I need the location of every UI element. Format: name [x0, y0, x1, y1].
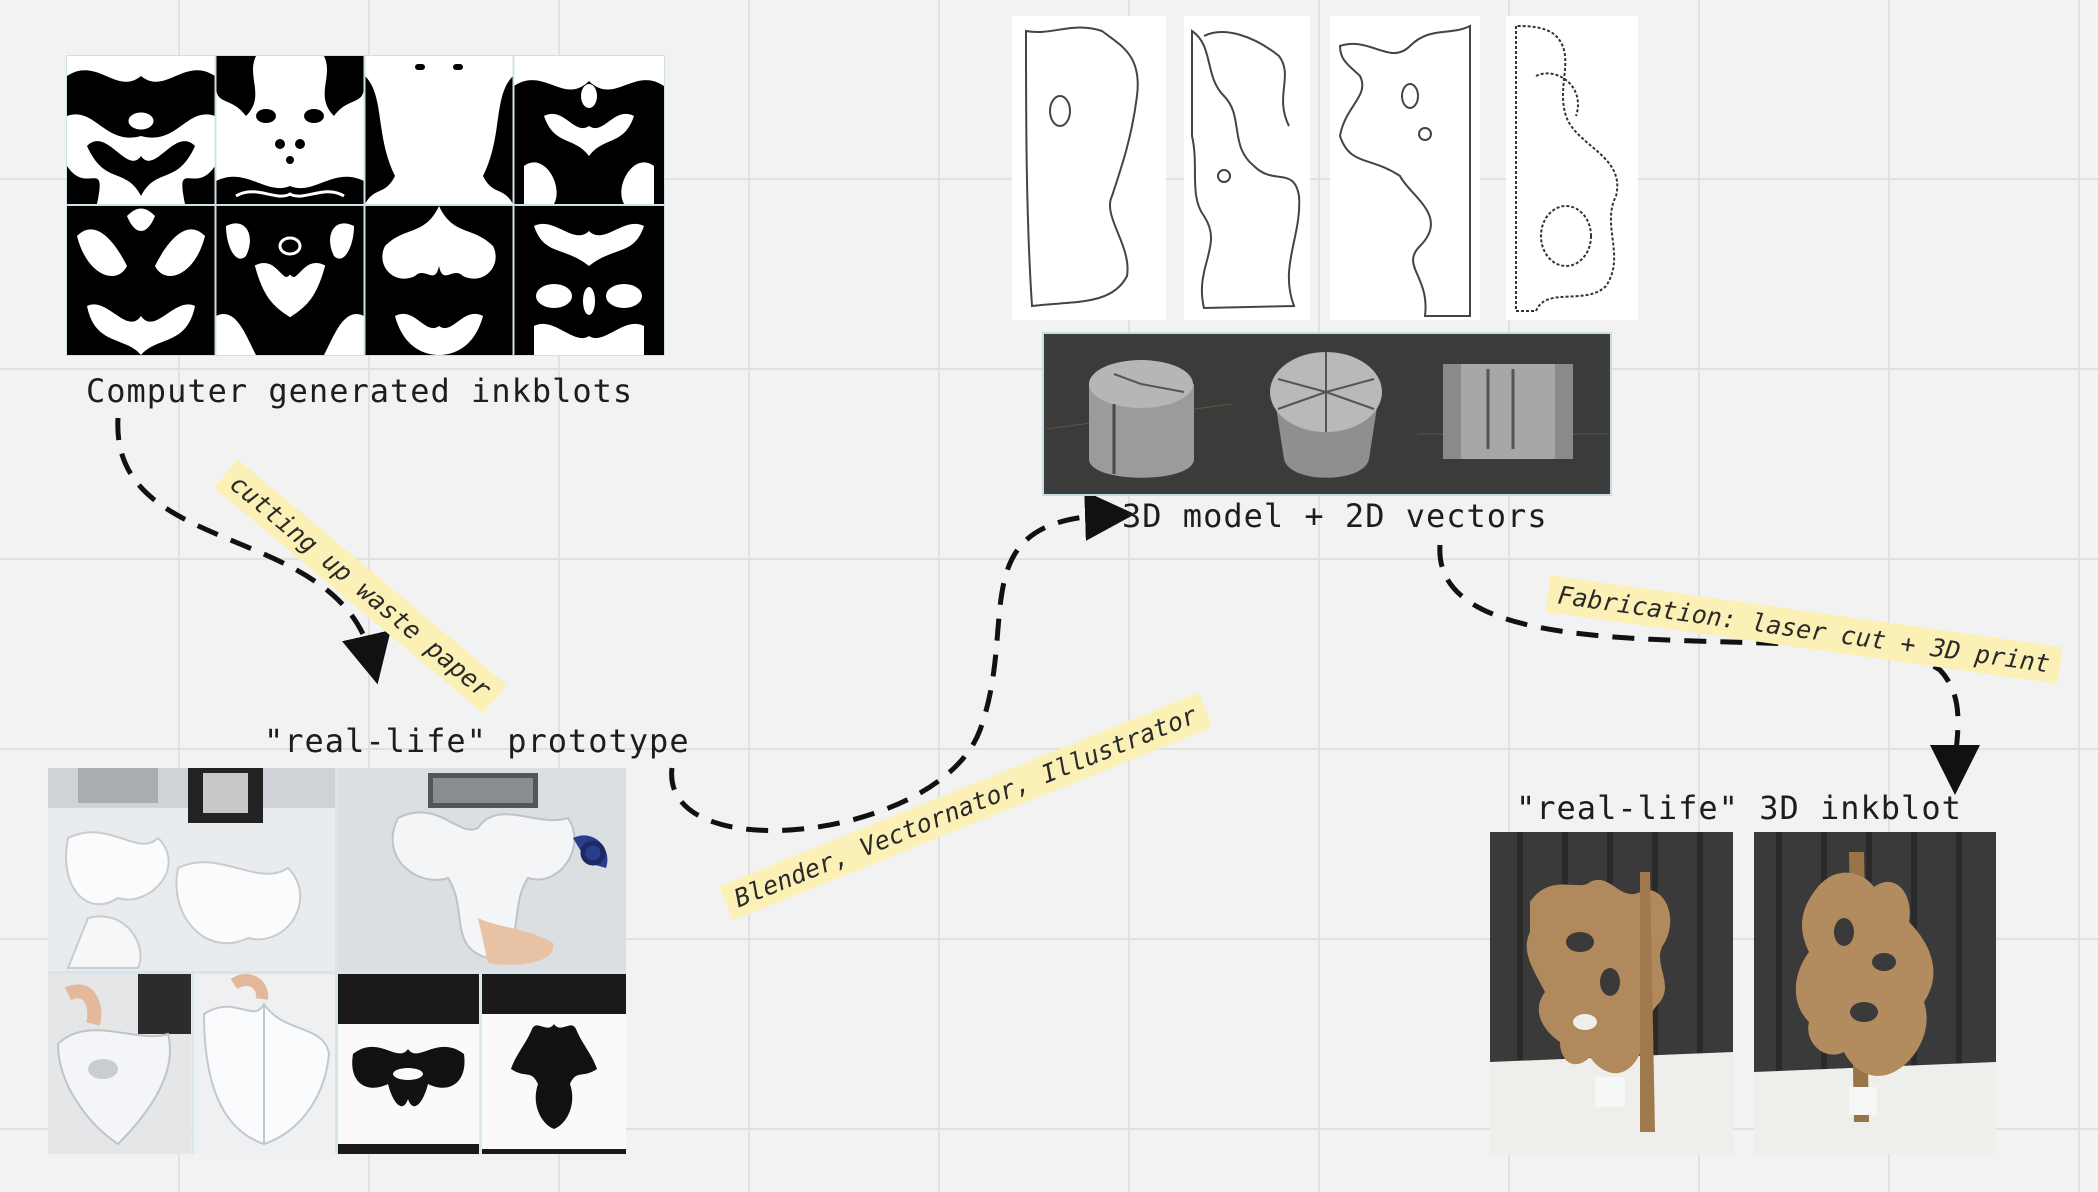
render-cylinder-top	[1234, 336, 1414, 492]
inkblot-tile-7	[365, 206, 513, 355]
label-real-life-prototype[interactable]: "real-life" prototype	[264, 722, 690, 760]
vector-sheet-1	[1012, 16, 1166, 320]
photo-paper-inkblot-in-hand	[338, 768, 626, 971]
cardboard-inkblot-photo-2[interactable]	[1754, 832, 1996, 1154]
inkblot-grid[interactable]	[66, 55, 665, 356]
inkblot-tile-2	[216, 56, 364, 204]
render-cylinder-angled	[1045, 336, 1233, 492]
photo-folded-paper-stand	[194, 974, 335, 1154]
inkblot-tile-6	[216, 206, 364, 355]
label-3d-model-2d-vectors[interactable]: 3D model + 2D vectors	[1122, 497, 1548, 535]
photo-black-inkblot-2	[482, 974, 626, 1154]
prototype-photo-collage[interactable]	[48, 768, 626, 1154]
photo-folded-paper-held	[48, 974, 191, 1154]
inkblot-tile-8	[514, 206, 664, 355]
photo-black-inkblot-1	[338, 974, 479, 1154]
vector-outline-sheets[interactable]	[1012, 16, 1638, 320]
label-real-life-3d-inkblot[interactable]: "real-life" 3D inkblot	[1516, 789, 1962, 827]
inkblot-tile-3	[365, 56, 513, 204]
vector-sheet-3	[1330, 16, 1480, 320]
cardboard-inkblot-photo-1[interactable]	[1490, 832, 1733, 1154]
inkblot-tile-4	[514, 56, 664, 204]
label-computer-generated-inkblots[interactable]: Computer generated inkblots	[86, 372, 634, 410]
render-cylinder-front	[1418, 336, 1608, 492]
photo-paper-cutouts-table	[48, 768, 335, 971]
vector-sheet-4	[1506, 16, 1638, 320]
blender-3d-renders[interactable]	[1042, 332, 1612, 496]
connector-inkblots-to-prototype[interactable]	[115, 417, 391, 685]
inkblot-tile-1	[67, 56, 215, 204]
connector-model-to-result[interactable]	[1437, 544, 1981, 795]
inkblot-tile-5	[67, 206, 215, 355]
connector-prototype-to-model[interactable]	[669, 490, 1135, 833]
vector-sheet-2	[1184, 16, 1310, 320]
